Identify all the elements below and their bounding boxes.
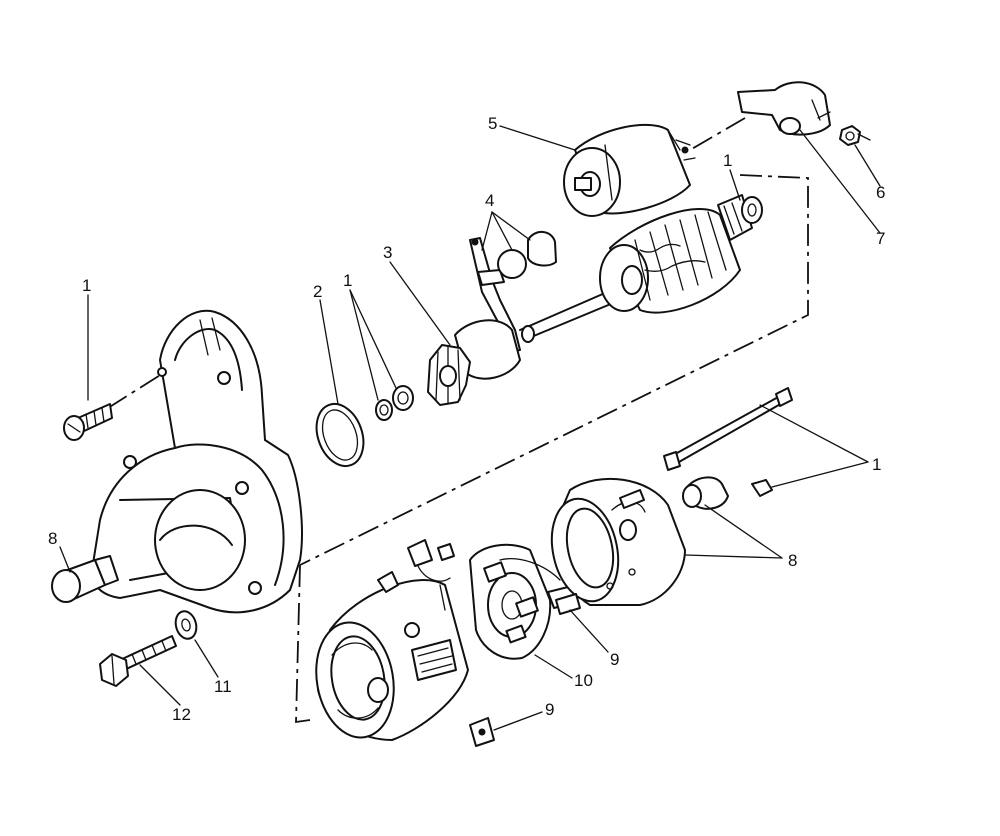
bushing-right-part xyxy=(682,476,729,510)
leader-lines xyxy=(59,125,881,731)
callout-1-rings: 1 xyxy=(343,271,352,290)
callout-1-bolt: 1 xyxy=(82,276,91,295)
thrust-ring-part xyxy=(315,403,365,467)
callout-8-right: 8 xyxy=(788,551,797,570)
shift-lever-part xyxy=(469,231,557,353)
callout-3: 3 xyxy=(383,243,392,262)
callout-labels: 1 1 1 1 2 3 4 5 6 7 8 8 9 9 10 11 12 xyxy=(48,114,885,724)
end-cap-part xyxy=(751,479,773,497)
hex-bolt-part xyxy=(99,635,177,687)
callout-9-bottom: 9 xyxy=(545,700,554,719)
solenoid-part xyxy=(563,123,696,217)
terminal-cover-part xyxy=(737,81,831,136)
brush-holder-part xyxy=(469,543,577,660)
armature-part xyxy=(519,194,763,343)
callout-8-left: 8 xyxy=(48,529,57,548)
callout-9-middle: 9 xyxy=(610,650,619,669)
callout-2: 2 xyxy=(313,282,322,301)
pinion-clutch-part xyxy=(427,319,521,406)
bushing-left-part xyxy=(51,555,119,603)
callout-1-through-bolt: 1 xyxy=(872,455,881,474)
field-frame-part xyxy=(315,539,469,741)
washer-part xyxy=(174,610,198,640)
brush-part xyxy=(469,717,495,747)
callout-1-armature: 1 xyxy=(723,151,732,170)
brush-middle-part xyxy=(555,593,581,615)
callout-11: 11 xyxy=(214,677,232,696)
retaining-rings-part xyxy=(375,385,414,421)
commutator-end-cover-part xyxy=(550,477,686,606)
callout-4: 4 xyxy=(485,191,494,210)
through-bolt-left-part xyxy=(63,403,113,441)
callout-6: 6 xyxy=(876,183,885,202)
callout-12: 12 xyxy=(172,705,191,724)
long-through-bolt-part xyxy=(663,387,793,471)
drive-end-housing-part xyxy=(91,309,303,614)
callout-7: 7 xyxy=(876,229,885,248)
nut-part xyxy=(839,125,871,146)
callout-5: 5 xyxy=(488,114,497,133)
callout-10: 10 xyxy=(574,671,593,690)
